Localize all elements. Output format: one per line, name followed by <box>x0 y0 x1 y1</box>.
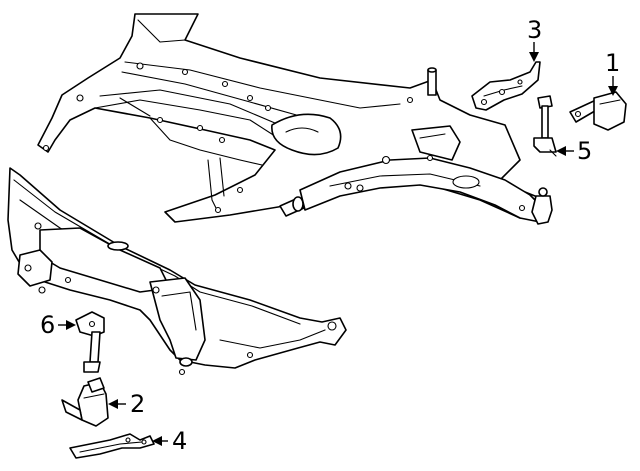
callout-5-arrow-icon <box>556 146 566 156</box>
callout-2: 2 <box>108 390 145 418</box>
callout-5: 5 <box>556 137 592 165</box>
callout-4-label: 4 <box>172 427 187 455</box>
callout-3: 3 <box>527 16 542 62</box>
rear-crossmember <box>7 167 347 376</box>
callout-4: 4 <box>152 427 187 455</box>
part-3-bracket <box>471 61 541 111</box>
callout-2-arrow-icon <box>108 399 118 409</box>
callout-4-arrow-icon <box>152 436 162 446</box>
callout-6-label: 6 <box>40 311 55 339</box>
callout-2-label: 2 <box>130 390 145 418</box>
part-4-mount-bracket <box>69 433 155 459</box>
callout-6: 6 <box>40 311 76 339</box>
part-2-rear-sensor <box>61 377 109 427</box>
callout-6-arrow-icon <box>66 320 76 330</box>
callout-3-arrow-icon <box>529 52 539 62</box>
subframe-holes <box>42 62 526 214</box>
callout-1-label: 1 <box>605 49 620 77</box>
part-1-level-sensor <box>569 91 627 131</box>
callout-3-label: 3 <box>527 16 542 44</box>
callout-1: 1 <box>605 49 620 96</box>
callout-5-label: 5 <box>577 137 592 165</box>
part-6-sensor-link <box>75 311 105 373</box>
part-5-link-rod <box>533 95 557 157</box>
callout-1-arrow-icon <box>608 86 618 96</box>
front-subframe <box>37 13 553 225</box>
